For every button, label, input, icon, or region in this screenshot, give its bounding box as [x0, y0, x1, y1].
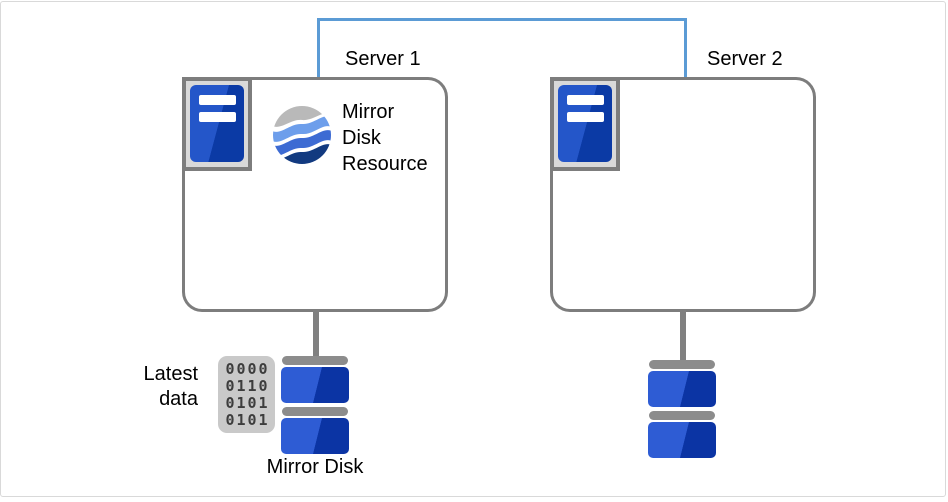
disk-platter [281, 418, 349, 454]
disk-platter [648, 371, 716, 407]
server-tower-icon [190, 85, 244, 162]
disk-platter [648, 422, 716, 458]
server2-icon-frame [550, 77, 620, 171]
server2-label: Server 2 [707, 48, 783, 70]
mirror-disk-resource-icon [272, 105, 332, 165]
tower-slot-icon [567, 95, 604, 105]
server-tower-icon [558, 85, 612, 162]
disk-cap [282, 407, 348, 416]
binary-row: 0000 [225, 360, 270, 378]
binary-row: 0101 [225, 411, 270, 429]
server1-disk-connector [313, 310, 319, 357]
mirror-disk-icon-server1 [281, 356, 349, 454]
tower-slot-icon [199, 112, 236, 122]
server1-label: Server 1 [345, 48, 421, 70]
tower-slot-icon [199, 95, 236, 105]
mirror-disk-resource-label: Mirror Disk Resource [342, 101, 428, 175]
server1-icon-frame [182, 77, 252, 171]
interconnect-link [317, 18, 687, 80]
binary-row: 0101 [225, 394, 270, 412]
binary-data-icon: 0000 0110 0101 0101 [218, 356, 275, 433]
server2-disk-connector [680, 310, 686, 362]
disk-platter [281, 367, 349, 403]
mirror-disk-label: Mirror Disk [266, 456, 364, 478]
disk-cap [649, 360, 715, 369]
disk-cap [282, 356, 348, 365]
latest-data-label: Latest data [143, 363, 198, 410]
disk-cap [649, 411, 715, 420]
binary-row: 0110 [225, 377, 270, 395]
tower-slot-icon [567, 112, 604, 122]
mirror-disk-icon-server2 [648, 360, 716, 458]
